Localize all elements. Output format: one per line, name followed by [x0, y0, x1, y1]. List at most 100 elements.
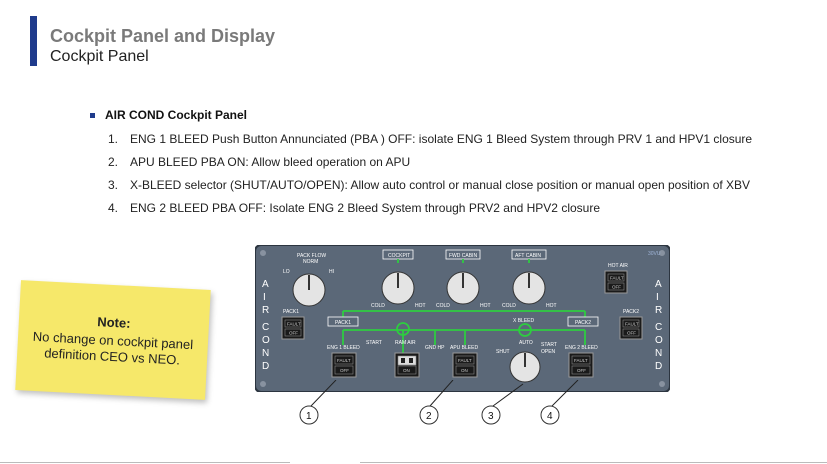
- side-label-left-r: R: [262, 305, 269, 316]
- ram-air-button[interactable]: ON: [394, 352, 420, 378]
- callout-leader: [429, 380, 454, 407]
- fault-light: FAULT: [610, 276, 624, 281]
- cold-label: COLD: [371, 303, 385, 309]
- on-light: ON: [461, 368, 468, 373]
- callouts: 1 2 3 4: [299, 380, 579, 425]
- side-label-left-d: D: [262, 361, 269, 372]
- side-label-right-o: O: [655, 335, 663, 346]
- side-label-right-i: I: [656, 292, 659, 303]
- fault-light: FAULT: [574, 358, 588, 363]
- page-title: Cockpit Panel and Display: [50, 26, 276, 46]
- gnd-hp-label: GND HP: [425, 345, 445, 351]
- hot-label: HOT: [480, 303, 491, 309]
- open-label: OPEN: [541, 349, 556, 355]
- callout-number: 4: [547, 411, 553, 422]
- pack1-label: PACK1: [283, 309, 299, 315]
- cold-label: COLD: [502, 303, 516, 309]
- off-light: OFF: [627, 331, 636, 336]
- pack2-label: PACK2: [623, 309, 639, 315]
- off-light: OFF: [612, 285, 621, 290]
- side-label-left-c: C: [262, 322, 269, 333]
- eng1-bleed-button[interactable]: FAULT OFF: [331, 352, 357, 378]
- callout-circle: [481, 405, 501, 425]
- callout-circle: [299, 405, 319, 425]
- list-item-number: 3.: [108, 178, 119, 192]
- side-label-right-n: N: [655, 348, 662, 359]
- callout-leader: [310, 380, 337, 407]
- callout-circle: [419, 405, 439, 425]
- pack1-button[interactable]: FAULT OFF: [281, 316, 305, 340]
- apu-bleed-button[interactable]: FAULT ON: [452, 352, 478, 378]
- pack2-button[interactable]: FAULT OFF: [619, 316, 643, 340]
- fault-light: FAULT: [287, 322, 301, 327]
- hot-air-label: HOT AIR: [608, 263, 628, 269]
- xbleed-label: X BLEED: [513, 318, 535, 324]
- section-heading: AIR COND Cockpit Panel: [90, 108, 247, 122]
- eng1-bleed-label: ENG 1 BLEED: [327, 345, 360, 351]
- start-label: START: [541, 342, 557, 348]
- side-label-right-r: R: [655, 305, 662, 316]
- side-label-right-d: D: [655, 361, 662, 372]
- screw-icon: [659, 381, 665, 387]
- off-light: OFF: [289, 331, 298, 336]
- pack2-flow-box: [567, 316, 599, 327]
- auto-label: AUTO: [519, 340, 533, 346]
- page-subtitle: Cockpit Panel: [50, 48, 149, 65]
- list-item-text: ENG 2 BLEED PBA OFF: Isolate ENG 2 Bleed…: [130, 201, 600, 215]
- duct-lines: [342, 259, 586, 355]
- footer-divider: [360, 462, 827, 463]
- hot-label: HOT: [546, 303, 557, 309]
- off-light: OFF: [577, 368, 586, 373]
- pack2-flow-label: PACK2: [575, 320, 591, 326]
- eng2-bleed-button[interactable]: FAULT OFF: [568, 352, 594, 378]
- ram-air-label: RAM AIR: [395, 340, 416, 346]
- lo-label: LO: [283, 269, 290, 275]
- hot-label: HOT: [415, 303, 426, 309]
- screw-icon: [260, 381, 266, 387]
- list-item: 3. X-BLEED selector (SHUT/AUTO/OPEN): All…: [108, 178, 752, 201]
- list-item: 2. APU BLEED PBA ON: Allow bleed operatio…: [108, 155, 752, 178]
- callout-number: 3: [488, 411, 494, 422]
- air-cond-panel: A I R C O N D A I R C O N D 30VU PACK FL…: [255, 245, 670, 392]
- on-light: ON: [403, 368, 410, 373]
- cold-label: COLD: [436, 303, 450, 309]
- list-item-text: X-BLEED selector (SHUT/AUTO/OPEN): Allow…: [130, 178, 751, 192]
- fault-light: FAULT: [337, 358, 351, 363]
- panel-code: 30VU: [648, 251, 661, 257]
- side-label-right-a: A: [655, 279, 662, 290]
- start-label: START: [366, 340, 382, 346]
- list-item: 4.ENG 2 BLEED PBA OFF: Isolate ENG 2 Ble…: [108, 201, 752, 224]
- fwd-cabin-label: FWD CABIN: [449, 253, 477, 259]
- list-item-text: APU BLEED PBA ON: Allow bleed operation …: [130, 155, 411, 169]
- section-heading-text: AIR COND Cockpit Panel: [105, 108, 248, 122]
- fault-light: FAULT: [458, 358, 472, 363]
- list-item-number: 1.: [108, 132, 119, 146]
- bullet-icon: [90, 113, 95, 119]
- callout-leader: [551, 380, 579, 407]
- side-label-left-i: I: [263, 292, 266, 303]
- side-label-left-o: O: [262, 335, 270, 346]
- footer-divider: [0, 462, 290, 463]
- hot-air-button[interactable]: FAULT OFF: [604, 270, 628, 294]
- callout-leader: [492, 383, 524, 407]
- list-item: 1.ENG 1 BLEED Push Button Annunciated (P…: [108, 132, 752, 155]
- callout-number: 1: [306, 411, 312, 422]
- off-light: OFF: [340, 368, 349, 373]
- description-list: 1.ENG 1 BLEED Push Button Annunciated (P…: [108, 132, 752, 224]
- pack1-flow-label: PACK1: [335, 320, 351, 326]
- pack1-flow-box: [327, 316, 359, 327]
- side-label-left-a: A: [262, 279, 269, 290]
- header-accent-bar: [30, 16, 37, 66]
- panel-body: [255, 245, 670, 392]
- eng2-bleed-label: ENG 2 BLEED: [565, 345, 598, 351]
- shut-label: SHUT: [496, 349, 510, 355]
- screw-icon: [659, 250, 665, 256]
- hi-label: HI: [329, 269, 334, 275]
- screw-icon: [260, 250, 266, 256]
- side-label-left-n: N: [262, 348, 269, 359]
- pack-flow-label: PACK FLOW: [297, 253, 326, 259]
- sticky-note: Note: No change on cockpit panel definit…: [15, 280, 211, 400]
- side-label-right-c: C: [655, 322, 662, 333]
- callout-circle: [540, 405, 560, 425]
- list-item-number: 2.: [108, 155, 119, 169]
